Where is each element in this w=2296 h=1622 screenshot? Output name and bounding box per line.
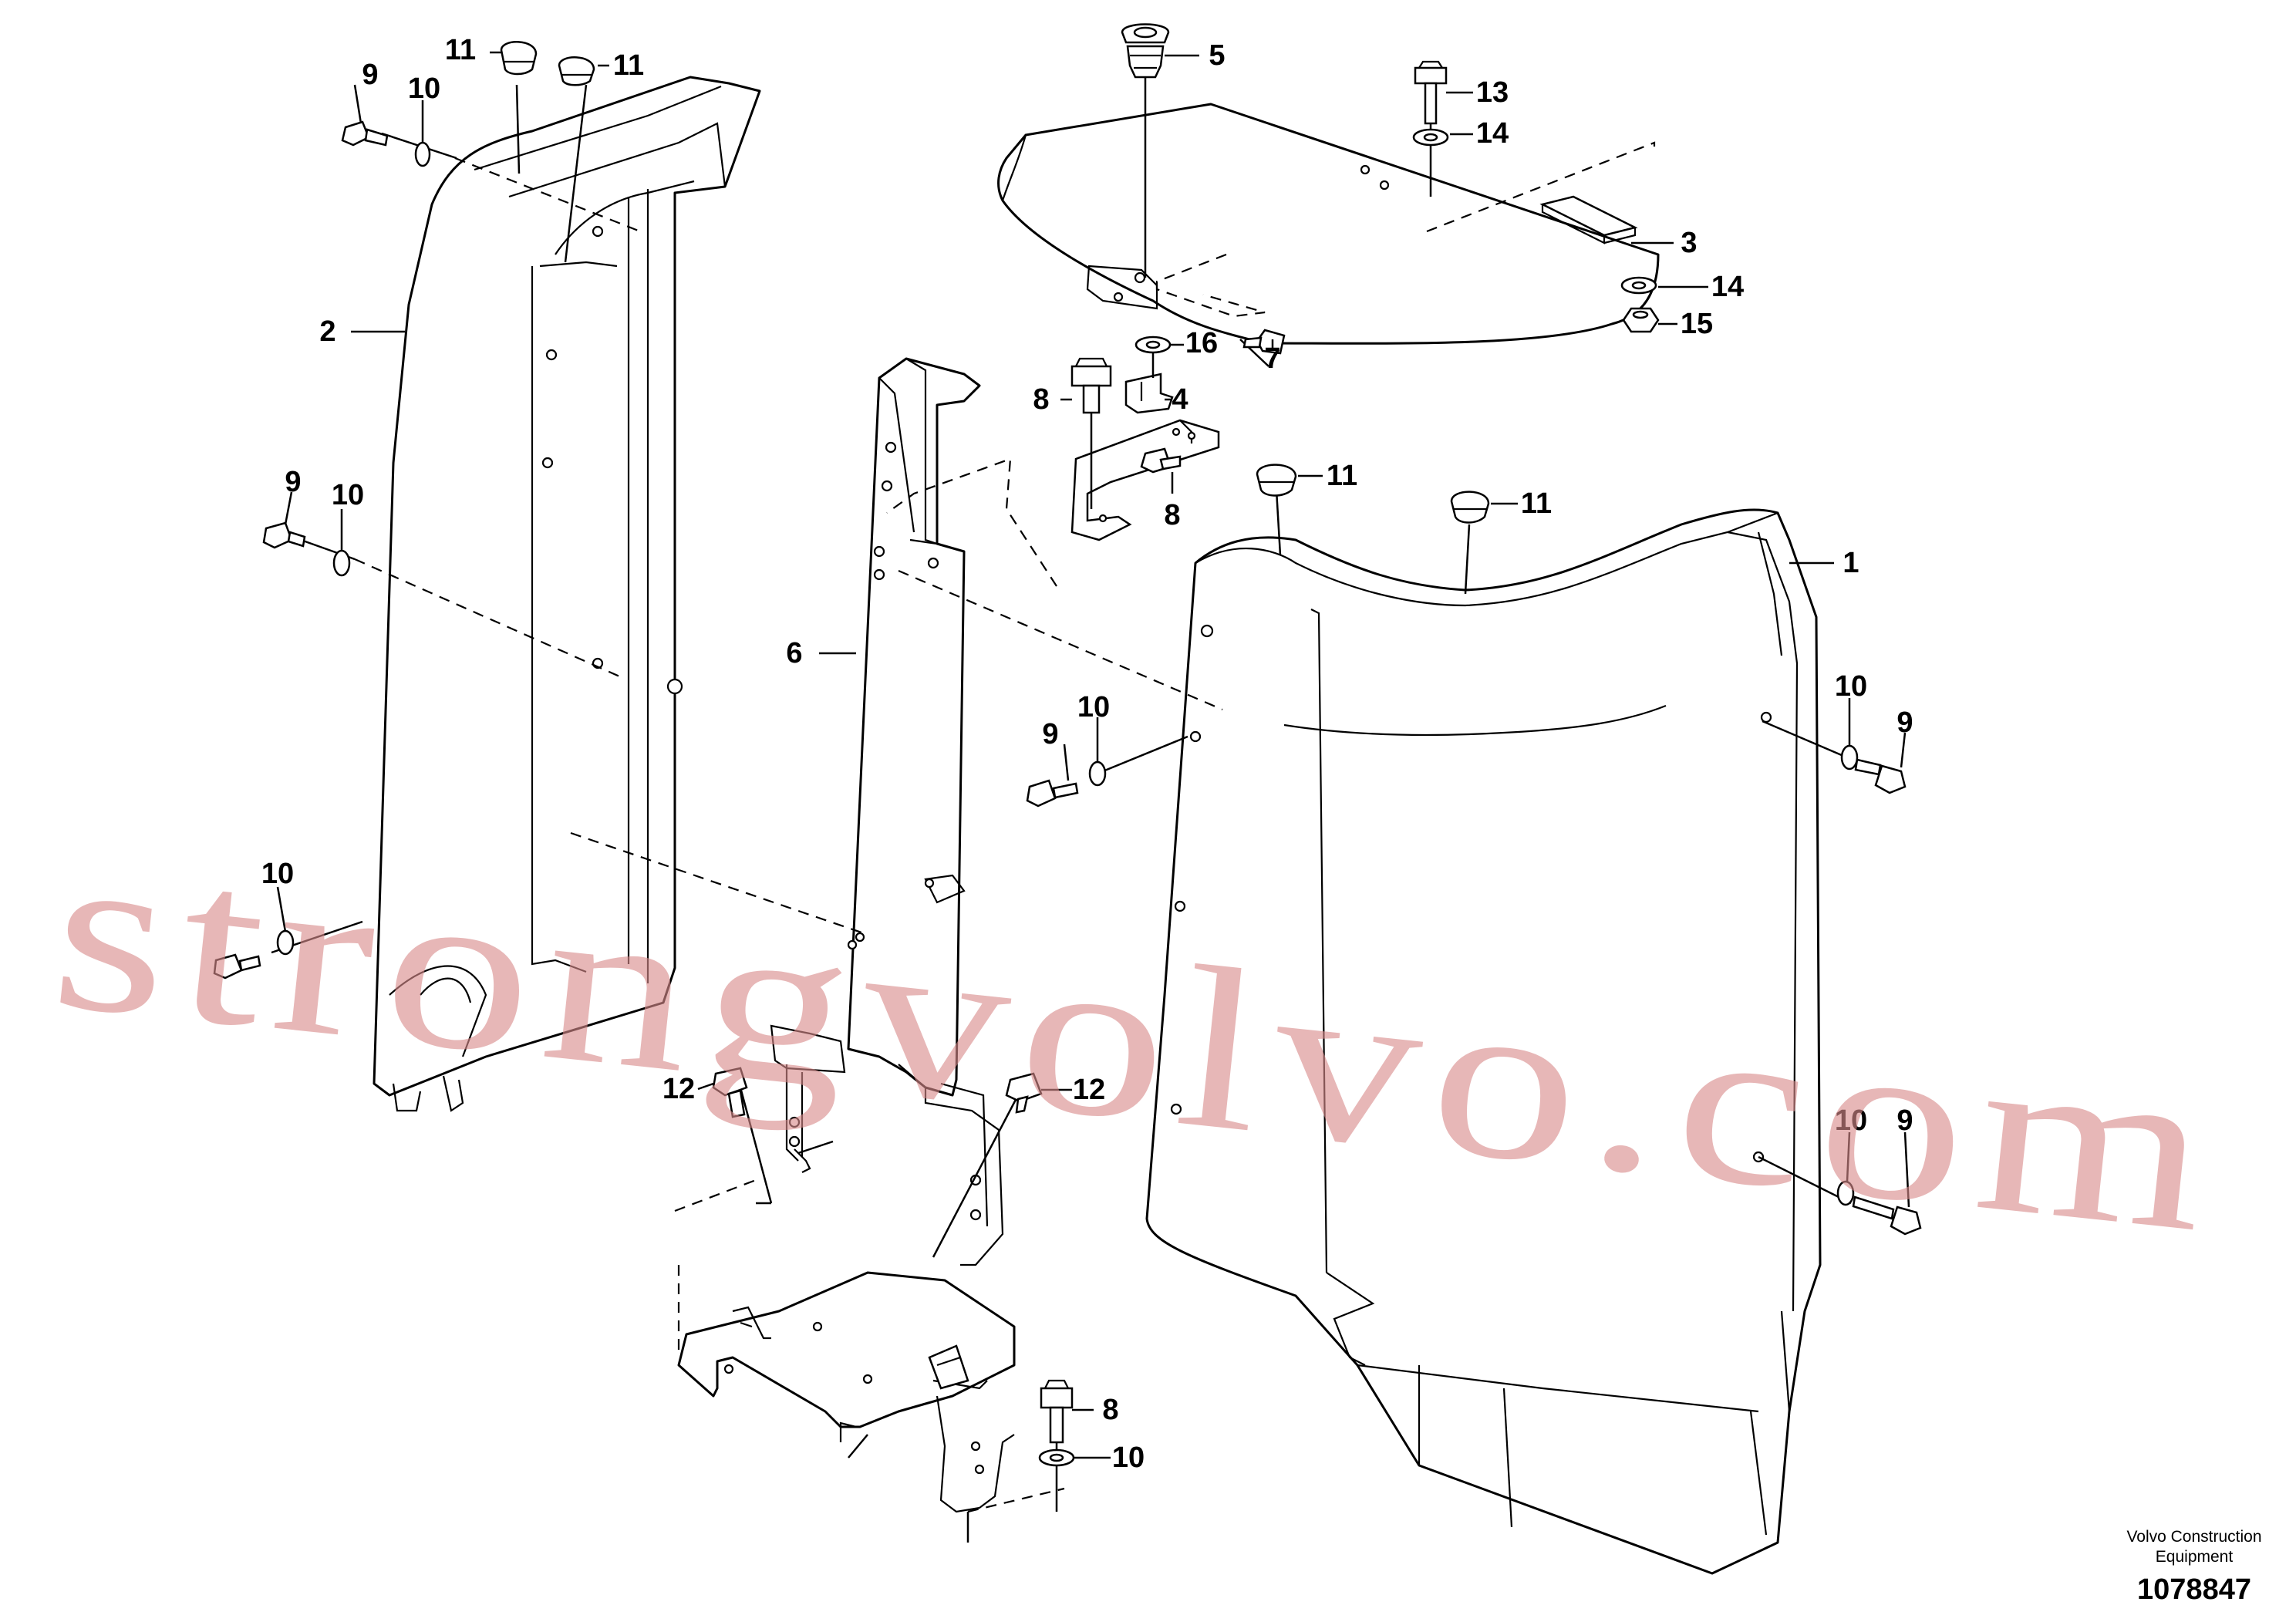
callout-8: 8 [1033, 383, 1049, 416]
alignment-lines [354, 141, 1656, 1513]
callout-14: 14 [1476, 117, 1509, 150]
callout-9: 9 [362, 59, 378, 91]
washer-10-center [1088, 760, 1107, 787]
callout-9: 9 [1896, 1104, 1913, 1137]
part-4-clip [1124, 373, 1174, 414]
bolt-8-mid [1140, 447, 1182, 474]
callout-15: 15 [1681, 308, 1713, 340]
callout-10: 10 [261, 858, 294, 890]
callout-9: 9 [285, 466, 301, 498]
bolt-8-bottom [1040, 1379, 1074, 1444]
callout-10: 10 [1835, 1104, 1867, 1137]
bolt-12-right [1005, 1072, 1043, 1114]
callout-11: 11 [1327, 460, 1357, 492]
roof-support-bracket [1070, 419, 1220, 541]
plug-11-right-b [1450, 491, 1490, 524]
part-1-main-cover [1145, 508, 1822, 1575]
callout-10: 10 [1077, 691, 1110, 723]
callout-10: 10 [1112, 1442, 1145, 1474]
footer: Volvo Construction Equipment 1078847 [2109, 1527, 2279, 1607]
plug-11-top-left [500, 41, 538, 76]
callout-10: 10 [408, 73, 440, 105]
knob-5 [1121, 23, 1170, 79]
floor-bracket [677, 1271, 1016, 1513]
part-6-vertical-support [770, 357, 1004, 1266]
bolt-9-top-left [341, 120, 389, 147]
bolt-9-center [1026, 779, 1079, 808]
bolt-9-right-upper [1854, 758, 1907, 794]
washer-10-right-upper [1840, 744, 1859, 771]
callout-1: 1 [1843, 547, 1859, 579]
callout-8: 8 [1164, 499, 1180, 531]
callout-9: 9 [1042, 718, 1058, 750]
callout-6: 6 [786, 637, 802, 669]
plug-11-top-right [558, 56, 595, 86]
callout-2: 2 [319, 315, 335, 348]
washer-10-top-left [414, 141, 431, 167]
callout-16: 16 [1185, 327, 1218, 359]
callout-11: 11 [445, 34, 476, 66]
part-2-left-pillar-cover [373, 76, 761, 1112]
callout-4: 4 [1172, 383, 1188, 416]
callout-10: 10 [1835, 670, 1867, 703]
callout-12: 12 [1073, 1074, 1105, 1106]
callout-11: 11 [613, 49, 644, 82]
washer-10-right-lower [1836, 1180, 1855, 1206]
bolt-12-left [712, 1067, 748, 1118]
callout-leaders [276, 51, 1910, 1459]
plug-11-right-a [1256, 464, 1297, 497]
washer-10-mid-left [332, 549, 351, 577]
callout-7: 7 [1264, 342, 1280, 375]
callout-11: 11 [1521, 487, 1552, 520]
fasteners [213, 23, 1922, 1467]
callout-3: 3 [1681, 227, 1697, 259]
company-name: Volvo Construction Equipment [2126, 1528, 2262, 1566]
callout-14: 14 [1711, 271, 1744, 303]
callout-8: 8 [1102, 1394, 1118, 1426]
bolt-9-bottom-left [213, 953, 261, 980]
bolt-9-mid-left [262, 521, 306, 549]
callout-10: 10 [332, 479, 364, 511]
bolt-9-right-lower [1852, 1195, 1922, 1236]
nut-15 [1622, 307, 1660, 333]
callout-13: 13 [1476, 76, 1509, 109]
bolt-13 [1414, 60, 1448, 125]
watermark-text: strongvolvo.com [42, 799, 2232, 1282]
part-3-roof-plate [997, 103, 1660, 345]
document-number: 1078847 [2137, 1573, 2251, 1606]
bolt-8-top [1070, 357, 1112, 414]
callout-9: 9 [1896, 706, 1913, 739]
callout-12: 12 [663, 1073, 695, 1105]
bolt-7 [1242, 329, 1286, 355]
callout-5: 5 [1209, 39, 1225, 72]
